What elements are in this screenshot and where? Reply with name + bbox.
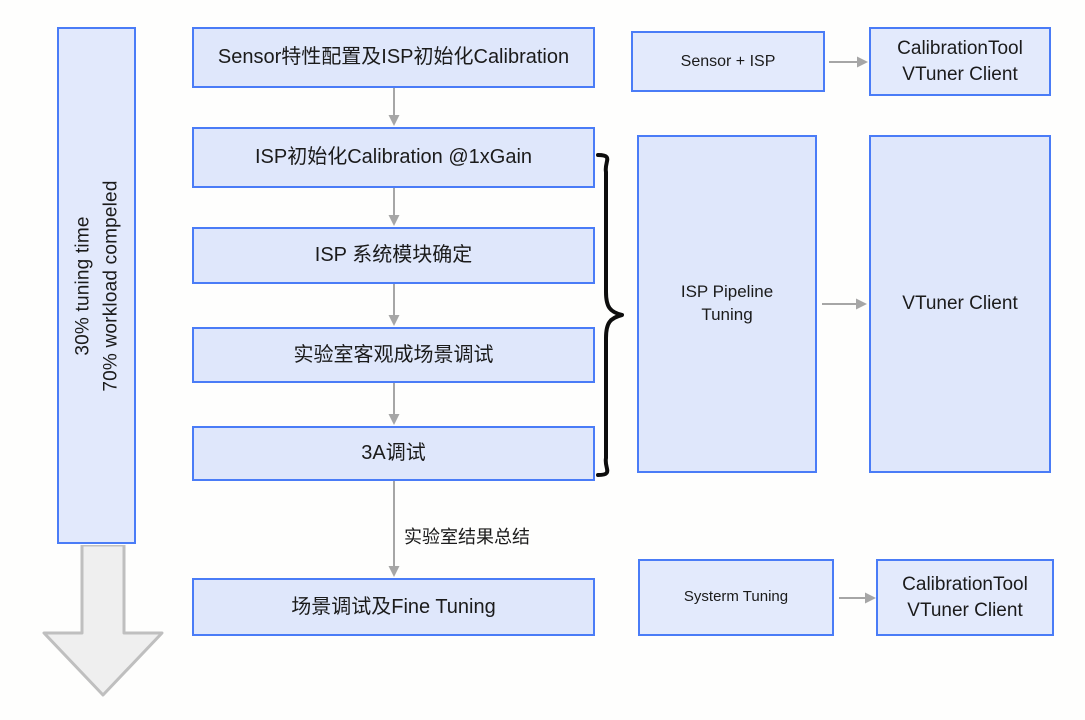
edge-label-lab-result-summary: 实验室结果总结 xyxy=(404,527,530,547)
step-box-lab-objective-scene-tuning[interactable]: 实验室客观成场景调试 xyxy=(192,327,595,383)
flow-arrow-down-icon-5 xyxy=(381,481,407,578)
step-box-3a-tuning[interactable]: 3A调试 xyxy=(192,426,595,481)
flow-arrow-right-icon-3 xyxy=(839,588,877,608)
flow-arrow-down-icon-4 xyxy=(381,383,407,426)
box-calibration-tool-vtuner-client-top[interactable]: CalibrationTool VTuner Client xyxy=(869,27,1051,96)
tuning-time-line1: 30% tuning time xyxy=(71,215,93,356)
box-isp-pipeline-tuning[interactable]: ISP Pipeline Tuning xyxy=(637,135,817,473)
flow-arrow-right-icon-2 xyxy=(822,294,868,314)
flow-arrow-down-icon-2 xyxy=(381,188,407,227)
box-vtuner-client[interactable]: VTuner Client xyxy=(869,135,1051,473)
grouping-brace-icon xyxy=(592,152,634,478)
tuning-time-bar-text: 30% tuning time 70% workload compeled xyxy=(69,180,124,391)
step-box-sensor-isp-calibration[interactable]: Sensor特性配置及ISP初始化Calibration xyxy=(192,27,595,88)
flow-arrow-right-icon-1 xyxy=(829,52,869,72)
box-sensor-plus-isp[interactable]: Sensor + ISP xyxy=(631,31,825,92)
tuning-time-line2: 70% workload compeled xyxy=(99,179,121,392)
step-box-isp-init-calibration-1xgain[interactable]: ISP初始化Calibration @1xGain xyxy=(192,127,595,188)
step-box-scene-tuning-fine-tuning[interactable]: 场景调试及Fine Tuning xyxy=(192,578,595,636)
box-calibration-tool-vtuner-client-bottom[interactable]: CalibrationTool VTuner Client xyxy=(876,559,1054,636)
flow-arrow-down-icon-1 xyxy=(381,88,407,127)
workflow-direction-arrow-icon xyxy=(14,543,179,700)
box-system-tuning[interactable]: Systerm Tuning xyxy=(638,559,834,636)
tuning-time-bar: 30% tuning time 70% workload compeled xyxy=(57,27,136,544)
flow-arrow-down-icon-3 xyxy=(381,284,407,327)
step-box-isp-module-definition[interactable]: ISP 系统模块确定 xyxy=(192,227,595,284)
